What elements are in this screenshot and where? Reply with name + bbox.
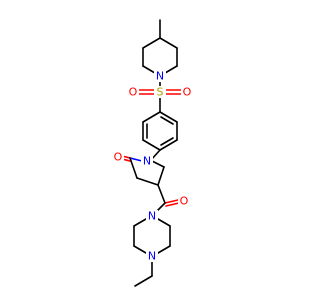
- chemical-structure-diagram: N S O O N O O N: [112, 19, 193, 287]
- atom-o-sulfonyl-right: O: [181, 86, 193, 99]
- bond-c2-c3: [129, 157, 138, 179]
- svg-text:N: N: [156, 70, 164, 83]
- atom-n-pyrrolidinone: N: [141, 155, 153, 168]
- bond-benzene-6: [142, 111, 161, 123]
- atom-n-piperidine: N: [154, 70, 166, 83]
- bond-piperidine-6: [142, 37, 161, 49]
- bond-piperazine-6: [133, 218, 147, 227]
- bond-benzene-1: [159, 111, 178, 123]
- atom-s-sulfonyl: S: [154, 86, 166, 99]
- bond-piperazine-3: [157, 245, 171, 254]
- bond-c3-c4: [136, 177, 159, 186]
- atom-n-piperazine-bottom: N: [146, 250, 158, 263]
- bond-ethyl-2: [134, 275, 153, 287]
- bond-benzene-3: [159, 139, 178, 151]
- svg-text:S: S: [157, 86, 164, 99]
- bond-amide-o-b: [165, 202, 180, 207]
- bond-amide-o-a: [164, 199, 179, 204]
- svg-text:O: O: [129, 86, 138, 99]
- bond-benzene-inner-1: [160, 116, 174, 125]
- bond-benzene-4: [142, 139, 161, 151]
- bond-benzene-inner-2: [160, 137, 174, 146]
- bond-c4-amide: [157, 184, 166, 204]
- bond-piperazine-1: [157, 218, 171, 227]
- svg-text:N: N: [148, 210, 156, 223]
- bond-piperidine-1: [159, 37, 178, 49]
- bond-piperazine-4: [133, 245, 147, 254]
- svg-text:O: O: [180, 195, 189, 208]
- atom-o-amide: O: [178, 195, 190, 208]
- atom-o-lactam: O: [112, 151, 124, 164]
- svg-text:N: N: [148, 250, 156, 263]
- bond-c4-c5: [157, 166, 165, 186]
- svg-text:O: O: [183, 86, 192, 99]
- atom-o-sulfonyl-left: O: [127, 86, 139, 99]
- svg-text:N: N: [143, 155, 151, 168]
- molecule-canvas: N S O O N O O N: [112, 19, 193, 287]
- atom-n-piperazine-top: N: [146, 210, 158, 223]
- bond-n-c2: [129, 157, 143, 162]
- svg-text:O: O: [114, 151, 123, 164]
- bond-c5-n: [151, 160, 165, 168]
